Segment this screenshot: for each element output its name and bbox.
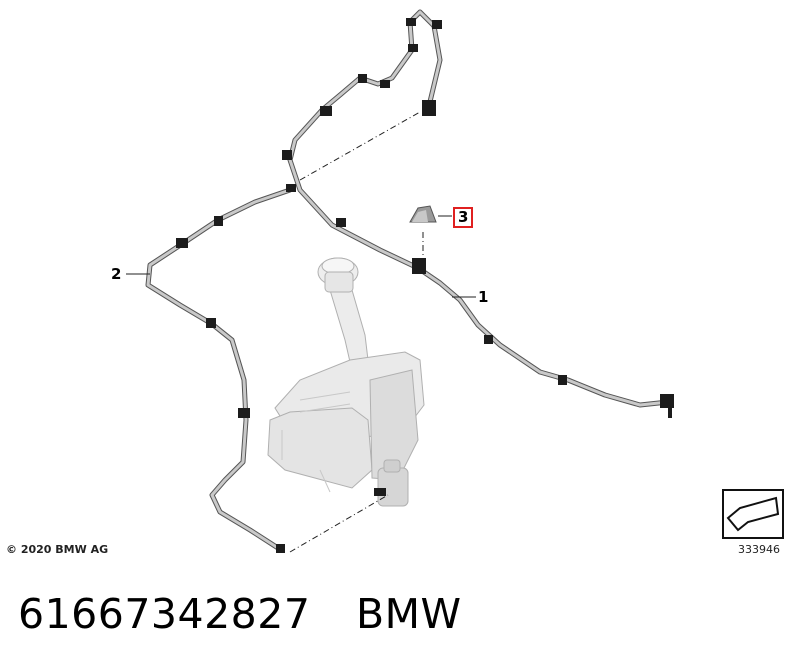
parts-diagram [126, 9, 784, 553]
diagram-reference-number: 333946 [738, 543, 780, 556]
callout-3: 3 [453, 207, 474, 228]
washer-fluid-reservoir [267, 257, 425, 507]
brand-name: BMW [356, 590, 462, 638]
direction-symbol [722, 489, 784, 539]
copyright-text: © 2020 BMW AG [6, 543, 109, 556]
leader-lines [126, 215, 476, 298]
hose-clips [176, 18, 674, 553]
washer-nozzle-3 [409, 205, 437, 223]
part-number: 61667342827 [18, 590, 311, 638]
washer-hose-1 [287, 9, 671, 408]
connection-lines [289, 111, 424, 553]
callout-1: 1 [478, 288, 489, 306]
callout-2: 2 [111, 265, 122, 283]
washer-hose-2 [145, 187, 293, 551]
